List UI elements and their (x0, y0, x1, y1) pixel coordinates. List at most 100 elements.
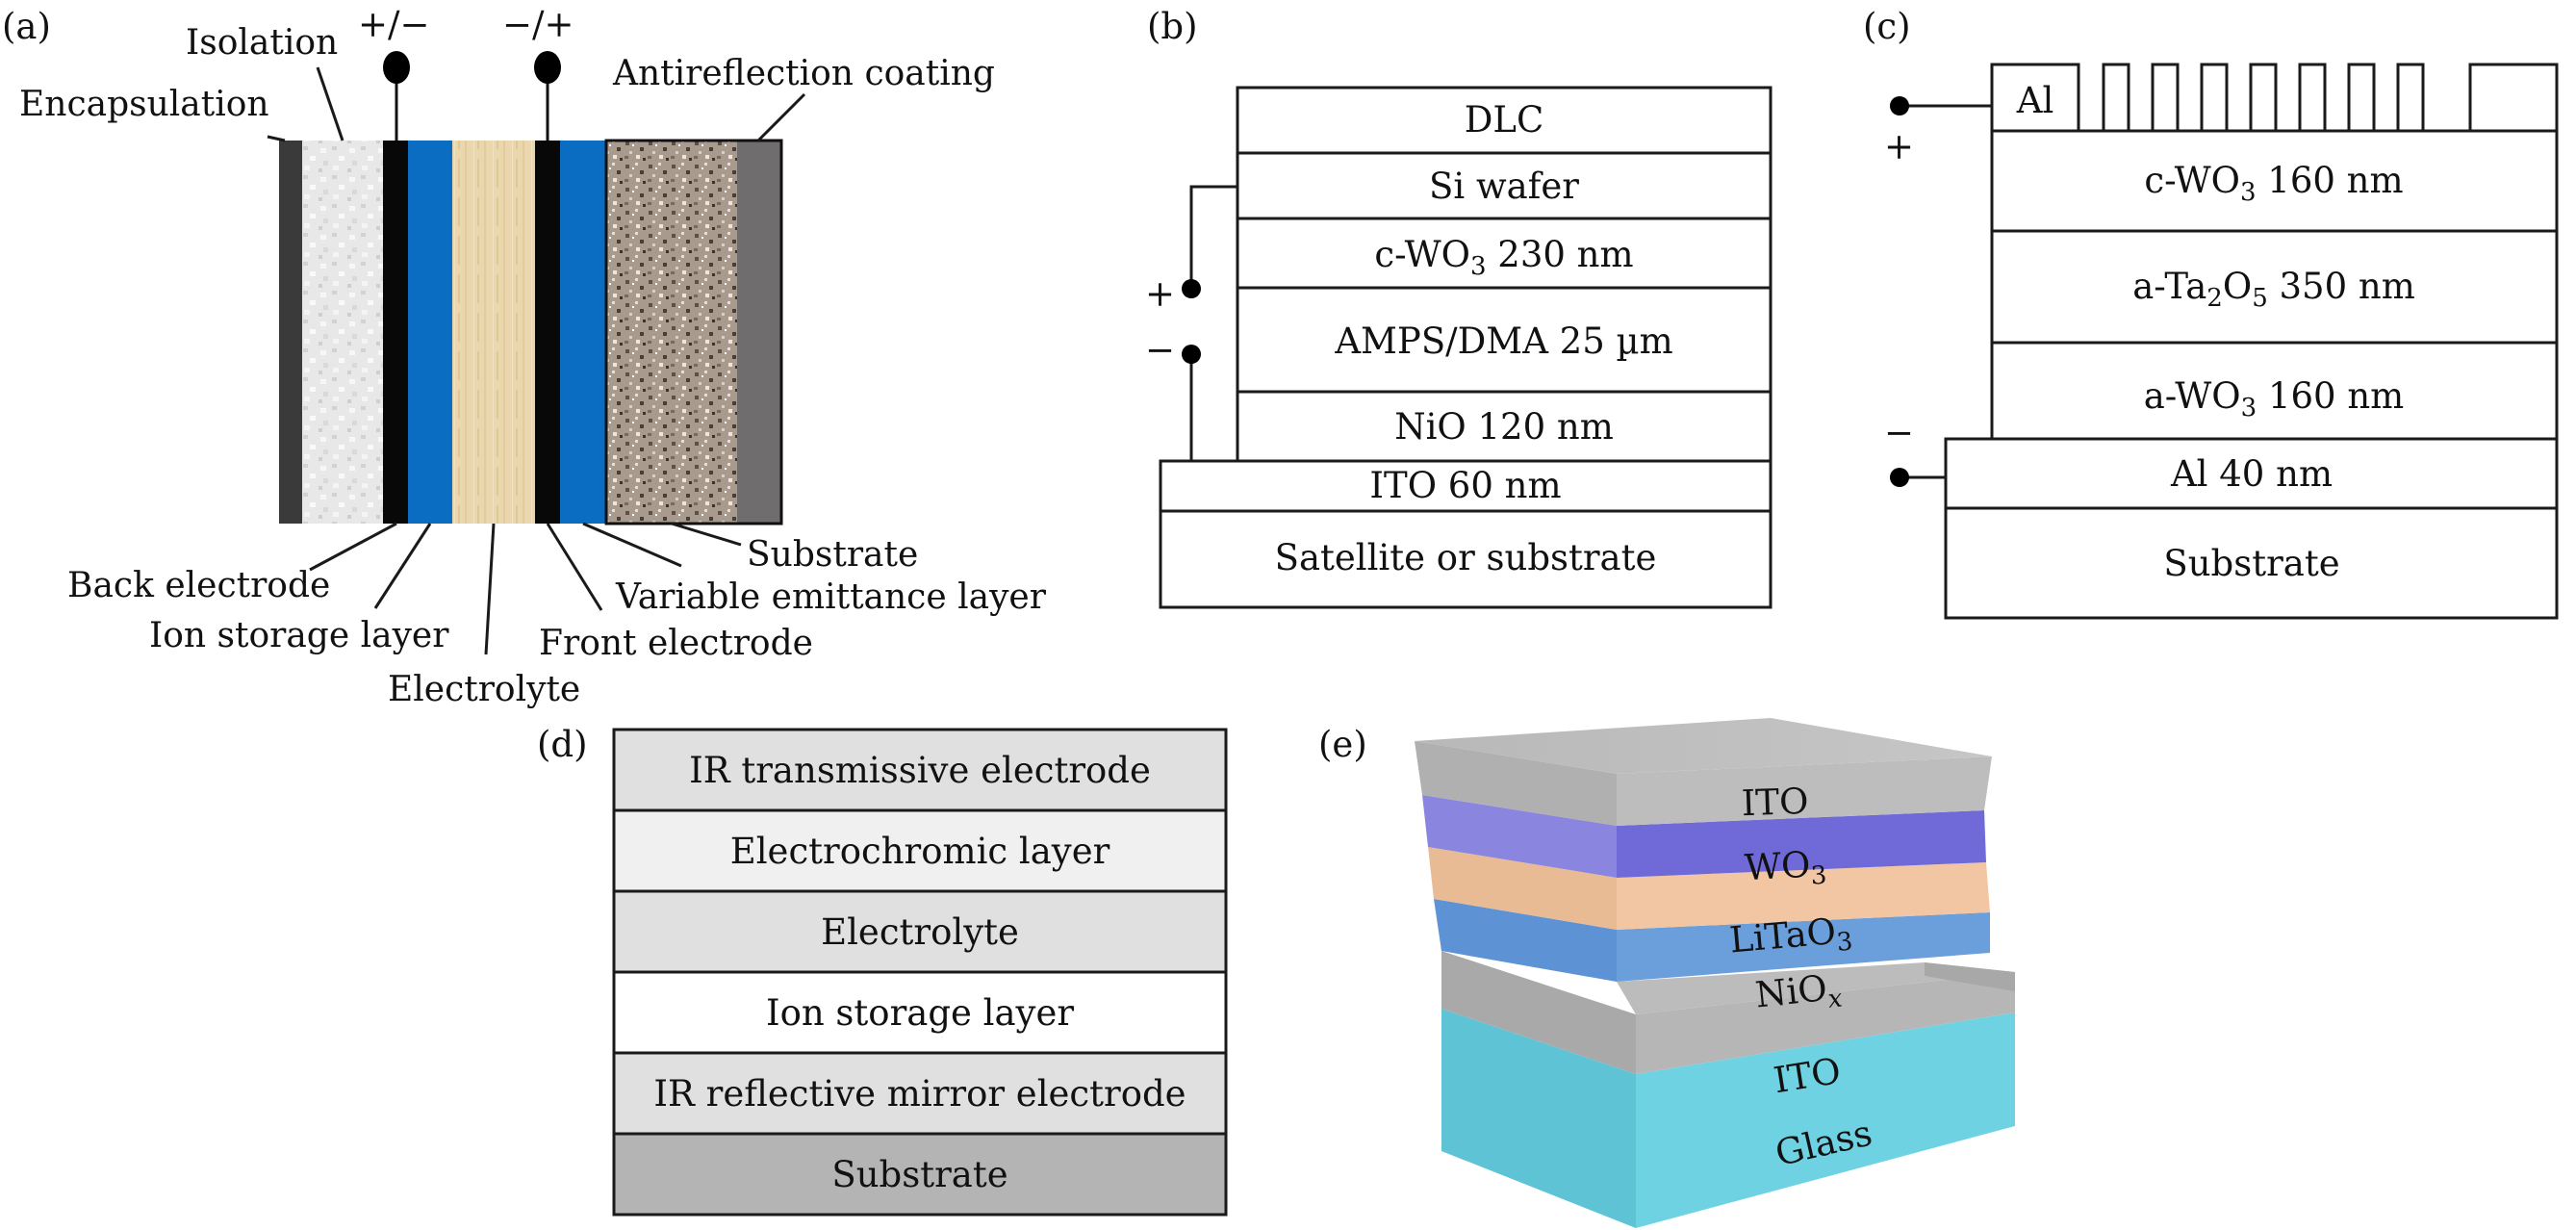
encapsulation-layer (279, 141, 302, 524)
b-layer-cwo3 (1236, 217, 1773, 290)
e-litao3-left (1428, 847, 1617, 930)
e-niox-left (1434, 899, 1617, 982)
leader-encapsulation (267, 135, 286, 142)
ion-storage-layer (408, 141, 452, 524)
panel-b: (b) DLC Si wafer c-WO3 230 nm AMPS/DMA 2… (1145, 6, 1773, 609)
b-layer-si (1236, 151, 1773, 220)
b-label-cwo3: c-WO3 230 nm (1374, 234, 1633, 281)
panel-c-tag: (c) (1863, 6, 1911, 47)
leader-back-electrode (309, 522, 397, 572)
e-ito-bottom-left (1441, 951, 1636, 1074)
antireflection-coating-layer (606, 141, 737, 524)
panel-c: (c) Al c-WO3 160 nm a-Ta2O5 350 nm a-WO3… (1863, 6, 2559, 620)
panel-a: (a) +/− −/+ Encapsulation Isolation Anti… (2, 4, 1047, 709)
label-variable-emittance: Variable emittance layer (615, 577, 1047, 617)
b-terminal-minus (1182, 345, 1201, 364)
b-wire-plus (1189, 185, 1237, 289)
e-glass-left-face (1441, 1009, 1636, 1228)
substrate-outline (604, 139, 783, 525)
terminal-dot-front (534, 51, 561, 84)
label-front-electrode: Front electrode (539, 624, 813, 663)
b-plus-sign: + (1145, 273, 1175, 315)
c-minus-sign: − (1884, 412, 1914, 453)
leader-variable-emittance (582, 522, 682, 568)
leader-electrolyte (484, 523, 496, 655)
label-ion-storage: Ion storage layer (149, 616, 449, 655)
c-layer-substrate (1944, 506, 2559, 620)
leader-isolation (316, 66, 344, 141)
d-layer-box (612, 1132, 1228, 1217)
d-layer-label: Electrochromic layer (730, 831, 1110, 872)
b-label-dlc: DLC (1465, 99, 1544, 141)
b-label-amps: AMPS/DMA 25 µm (1334, 320, 1672, 362)
b-terminal-plus (1182, 279, 1201, 298)
label-back-electrode: Back electrode (67, 566, 330, 605)
leader-ion-storage (373, 523, 432, 609)
panel-d: (d) IR transmissive electrodeElectrochro… (537, 724, 1228, 1217)
variable-emittance-layer-block (560, 141, 606, 524)
d-layer-label: IR reflective mirror electrode (653, 1073, 1186, 1115)
e-label-litao3: LiTaO3 (1728, 910, 1854, 967)
d-layer-box (612, 808, 1228, 893)
label-plus-minus: +/− (358, 4, 429, 45)
c-layer-awo3 (1990, 341, 2559, 441)
label-substrate-a: Substrate (747, 535, 918, 575)
c-label-cwo3: c-WO3 160 nm (2144, 160, 2403, 207)
b-layer-amps (1236, 286, 1773, 394)
terminal-dot-back (383, 51, 410, 84)
substrate-layer (737, 141, 781, 524)
c-layer-ta2o5 (1990, 229, 2559, 345)
electrolyte-layer (452, 141, 535, 524)
c-terminal-minus (1890, 468, 1909, 487)
b-label-nio: NiO 120 nm (1394, 406, 1614, 448)
b-layer-ito (1159, 459, 1773, 513)
b-minus-sign: − (1145, 329, 1175, 371)
c-label-substrate: Substrate (2163, 543, 2339, 584)
c-label-al40: Al 40 nm (2170, 453, 2333, 495)
c-plus-sign: + (1884, 126, 1914, 167)
c-al-grating (2102, 63, 2559, 133)
e-ito-ledge-edge (1925, 962, 2015, 991)
back-electrode-layer (383, 141, 408, 524)
e-wo3-front (1617, 810, 1986, 878)
leader-substrate (671, 522, 742, 547)
b-label-si: Si wafer (1429, 166, 1579, 207)
d-layer-box (612, 970, 1228, 1055)
c-terminal-plus (1890, 96, 1909, 115)
d-layer-label: Electrolyte (821, 911, 1019, 953)
label-electrolyte: Electrolyte (388, 670, 580, 709)
panel-e: (e) ITO WO3 LiTaO3 NiOx ITO Glass (1318, 718, 2015, 1228)
e-ito-ledge (1617, 962, 2015, 1014)
e-ito-top-surface (1415, 718, 1992, 774)
d-layer-label: Ion storage layer (766, 992, 1074, 1034)
e-label-wo3: WO3 (1744, 843, 1827, 894)
leader-front-electrode (546, 523, 603, 611)
label-antireflection: Antireflection coating (612, 54, 995, 93)
e-ito-bottom-front (1636, 972, 2015, 1074)
b-layer-dlc (1236, 86, 1773, 155)
e-niox-front (1617, 912, 1990, 982)
c-label-awo3: a-WO3 160 nm (2144, 375, 2405, 423)
label-encapsulation: Encapsulation (19, 85, 269, 124)
d-layer-label: IR transmissive electrode (689, 750, 1151, 791)
e-label-ito-top: ITO (1741, 781, 1809, 824)
isolation-layer (302, 141, 383, 524)
leader-antireflection (756, 92, 806, 142)
b-layer-substrate (1159, 509, 1773, 609)
c-label-al: Al (2016, 80, 2054, 121)
d-layer-box (612, 728, 1228, 812)
panel-a-tag: (a) (2, 6, 51, 47)
panel-b-tag: (b) (1147, 6, 1198, 47)
e-ito-top-front (1617, 756, 1992, 826)
e-glass-front-face (1636, 1012, 2015, 1228)
c-label-ta2o5: a-Ta2O5 350 nm (2132, 266, 2415, 313)
d-layer-box (612, 889, 1228, 974)
d-layer-label: Substrate (831, 1154, 1007, 1195)
panel-d-tag: (d) (537, 724, 588, 765)
b-label-substrate: Satellite or substrate (1275, 537, 1657, 578)
e-label-niox: NiOx (1753, 965, 1844, 1021)
e-wo3-left (1422, 795, 1617, 878)
label-minus-plus: −/+ (502, 4, 574, 45)
front-electrode-layer (535, 141, 560, 524)
